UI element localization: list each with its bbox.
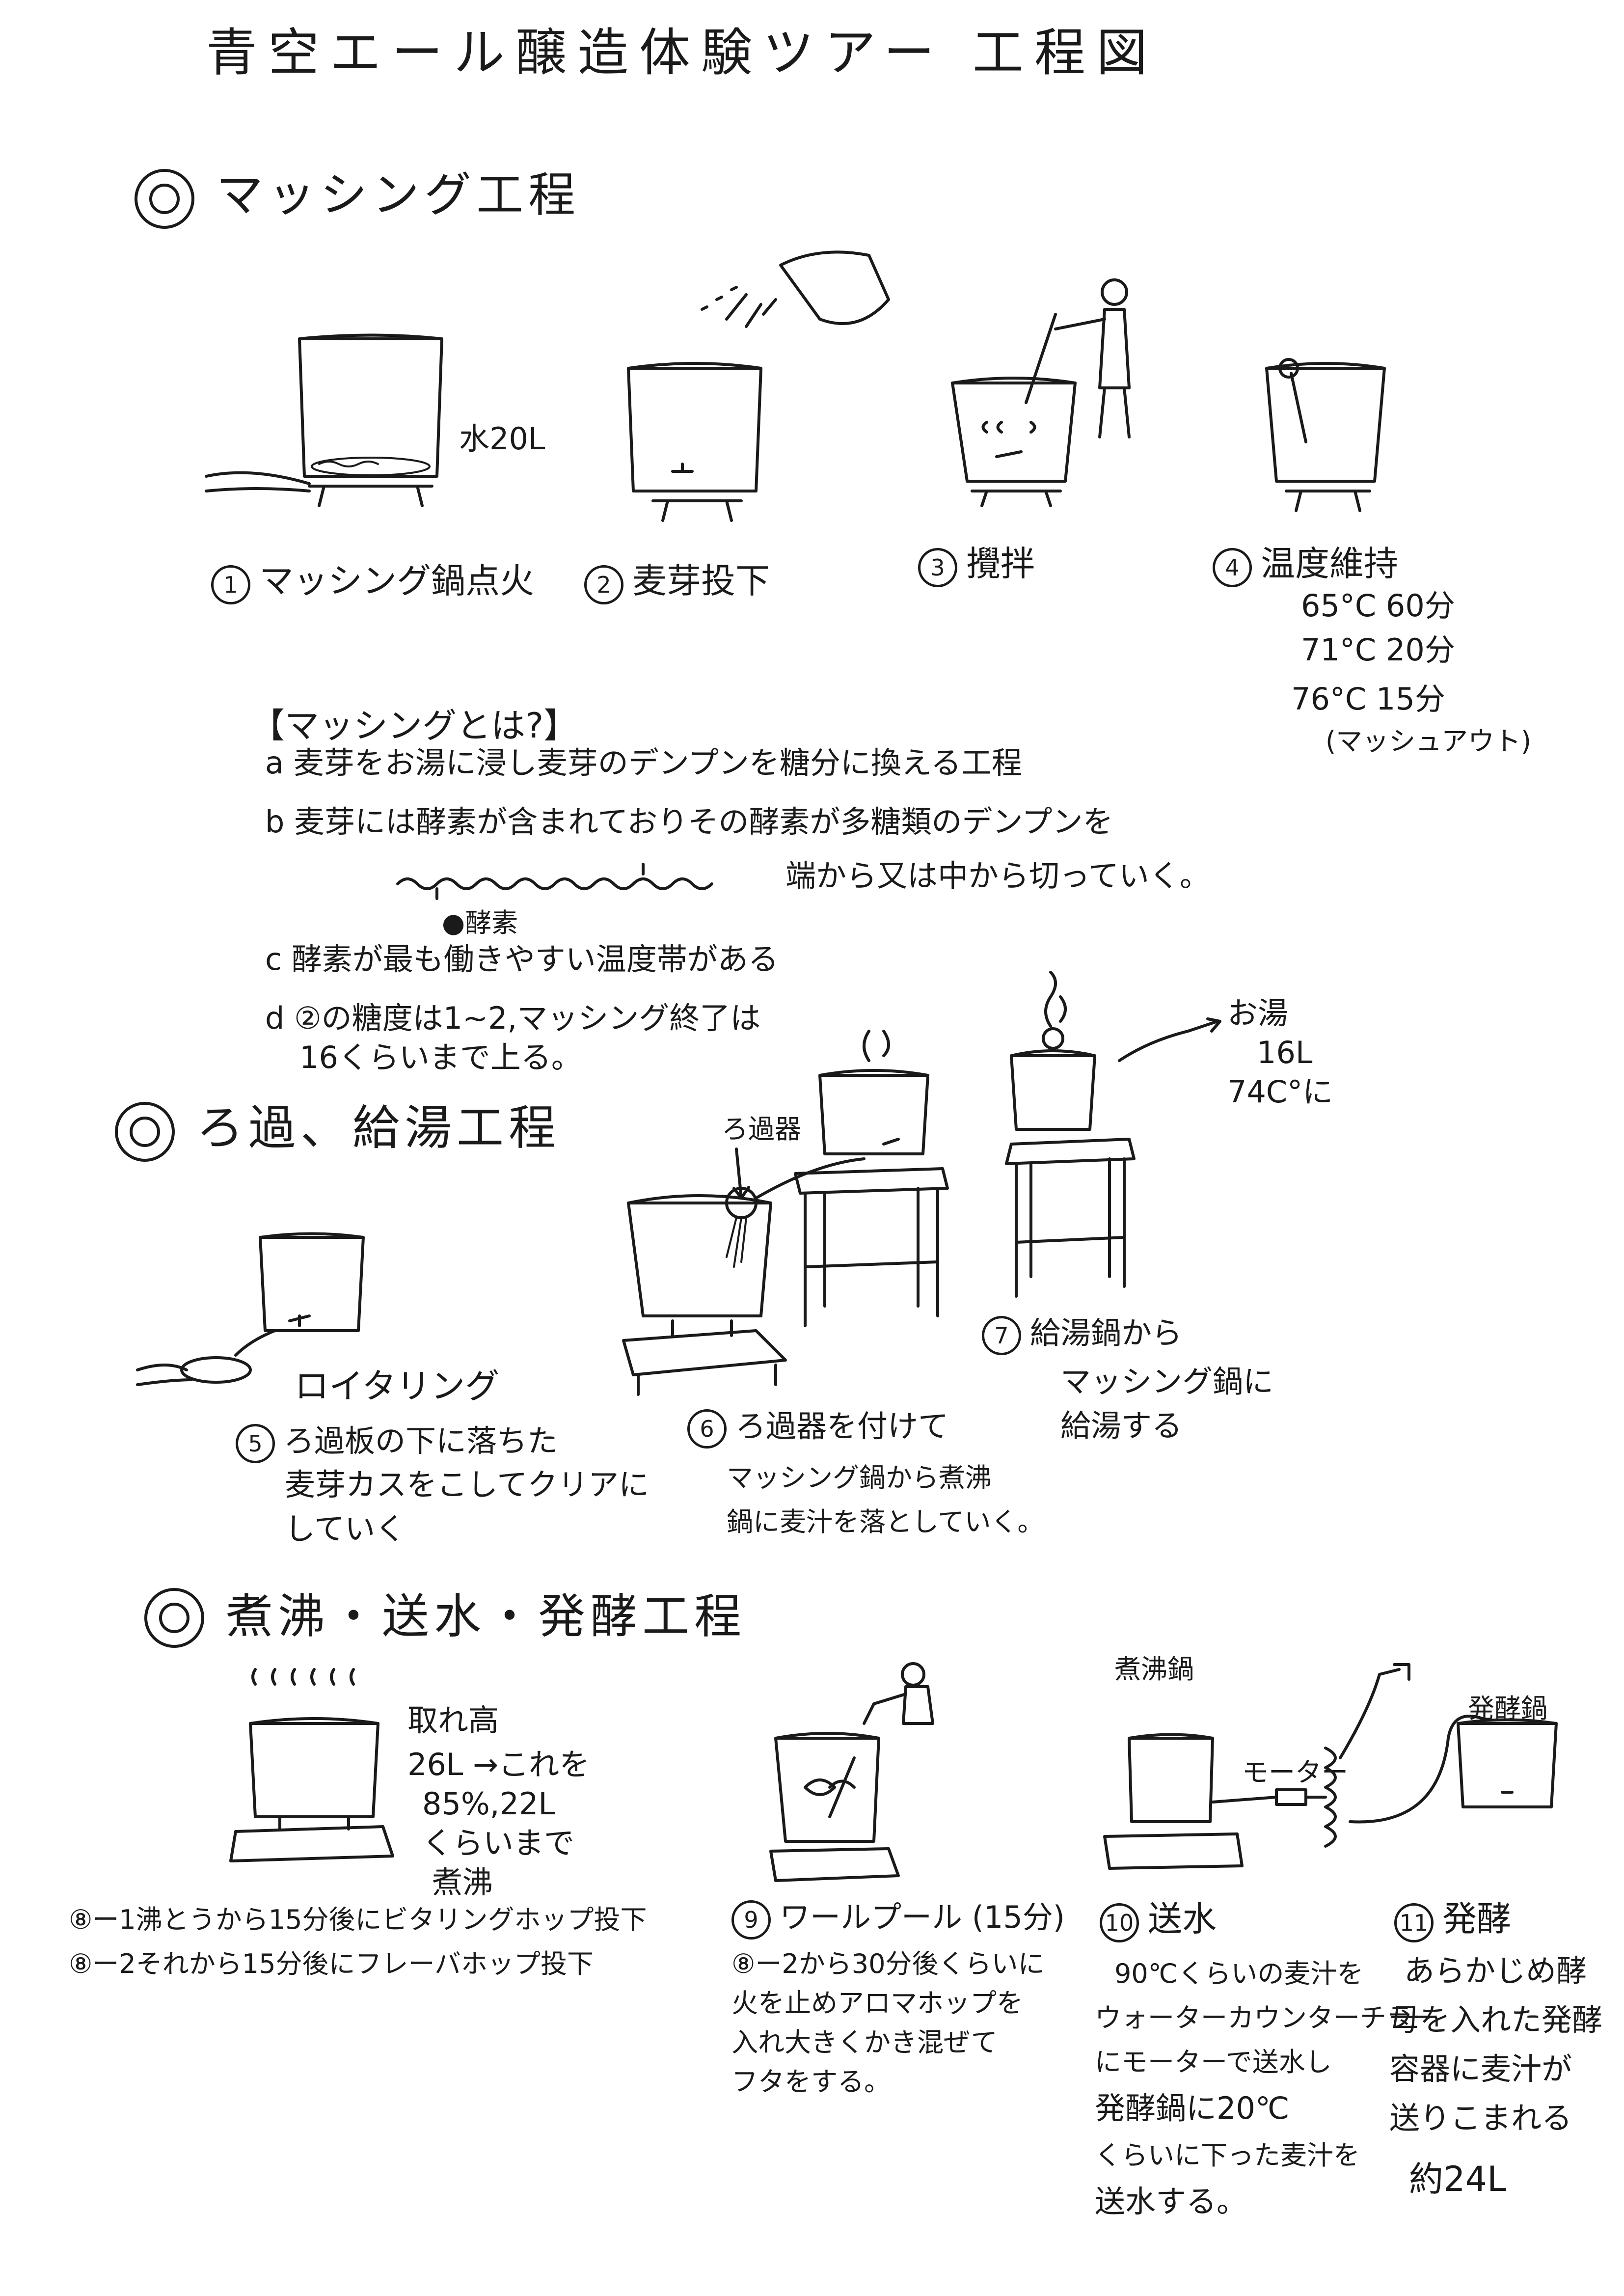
water-amount-label: 水20L: [459, 421, 545, 457]
step-10-line-3: にモーターで送水し: [1095, 2047, 1332, 2077]
vorlauf-label: ロイタリング: [295, 1366, 500, 1406]
step-8-2-caption: ⑧ー2それから15分後にフレーバホップ投下: [69, 1948, 594, 1979]
step-6-line-3: 鍋に麦汁を落としていく。: [727, 1506, 1044, 1537]
step-6-line-1: ろ過器を付けて: [735, 1408, 949, 1444]
enzyme-label: ●酵素: [442, 907, 518, 938]
step-11-line-3: 容器に麦汁が: [1389, 2051, 1572, 2087]
step-9-line-3: 入れ大きくかき混ぜて: [731, 2027, 998, 2058]
step-10-line-4: 発酵鍋に20℃: [1095, 2090, 1290, 2126]
step-10-line-6: 送水する。: [1095, 2184, 1247, 2219]
about-mashing-d1: d ②の糖度は1~2,マッシング終了は: [265, 1000, 761, 1036]
step-11-line-5: 約24L: [1409, 2159, 1507, 2199]
whirlpool-illustration: [769, 1662, 934, 1882]
hot-water-pot-illustration: [1005, 971, 1136, 1298]
section-heading-lautering: ろ過、給湯工程: [196, 1100, 561, 1155]
temp-hold-1: 65°C 60分: [1301, 588, 1455, 624]
mash-out-label: (マッシュアウト): [1326, 726, 1532, 757]
temp-hold-3: 76°C 15分: [1291, 681, 1445, 717]
step-10-line-5: くらいに下った麦汁を: [1095, 2140, 1360, 2171]
about-mashing-heading: 【マッシングとは?】: [250, 706, 578, 746]
step-7-number: 7: [982, 1316, 1021, 1355]
step-9-line-1: ⑧ー2から30分後くらいに: [731, 1948, 1045, 1979]
step-1-label: マッシング鍋点火: [259, 561, 534, 601]
step-11-line-4: 送りこまれる: [1389, 2100, 1572, 2136]
boiling-pot-illustration: [229, 1668, 394, 1862]
step-9-line-4: フタをする。: [731, 2066, 891, 2097]
step-3-number: 3: [918, 548, 957, 587]
step-9-label: ワールプール (15分): [780, 1899, 1065, 1935]
step-5-line-3: していく: [285, 1511, 406, 1547]
yield-line-2: 26L →これを: [407, 1747, 590, 1782]
about-mashing-b1: b 麦芽には酵素が含まれておりその酵素が多糖類のデンプンを: [265, 804, 1113, 840]
section-heading-boiling: 煮沸・送水・発酵工程: [226, 1589, 746, 1644]
about-mashing-d2: 16くらいまで上る。: [299, 1039, 582, 1075]
yield-label: 取れ高: [407, 1702, 499, 1738]
page-title: 青空エール醸造体験ツアー 工程図: [206, 23, 1158, 82]
step-11-number: 11: [1394, 1903, 1434, 1942]
step-3-label: 攪拌: [966, 544, 1035, 584]
motor-label: モーター: [1242, 1757, 1348, 1788]
step-1-number: 1: [211, 565, 250, 604]
section-marker-icon: [144, 1588, 204, 1648]
yield-line-4: くらいまで: [422, 1825, 575, 1861]
step-7-line-1: 給湯鍋から: [1030, 1315, 1183, 1351]
hot-water-arrow: [1118, 1017, 1221, 1062]
filter-label: ろ過器: [722, 1114, 801, 1145]
temperature-hold-illustration: [1265, 358, 1386, 512]
about-mashing-b2: 端から又は中から切っていく。: [785, 858, 1210, 894]
step-7-line-2: マッシング鍋に: [1060, 1364, 1274, 1399]
step-4-label: 温度維持: [1261, 544, 1398, 584]
transfer-system-illustration: [1103, 1663, 1558, 1870]
malt-pour-illustration: [627, 250, 890, 522]
filter-pointer-arrow: [732, 1148, 750, 1200]
temp-hold-2: 71°C 20分: [1301, 632, 1455, 668]
step-6-number: 6: [687, 1409, 727, 1449]
section-marker-icon: [115, 1102, 175, 1162]
step-11-line-1: あらかじめ酵: [1404, 1953, 1587, 1989]
section-heading-mashing: マッシング工程: [216, 167, 580, 222]
section-marker-icon: [135, 169, 194, 229]
yield-line-3: 85%,22L: [422, 1786, 555, 1822]
about-mashing-a: a 麦芽をお湯に浸し麦芽のデンプンを糖分に換える工程: [265, 745, 1022, 781]
step-5-line-2: 麦芽カスをこしてクリアに: [285, 1467, 650, 1503]
starch-chain-illustration: [396, 863, 713, 900]
step-11-label: 発酵: [1442, 1899, 1511, 1939]
step-10-line-1: 90℃くらいの麦汁を: [1114, 1958, 1364, 1989]
step-2-label: 麦芽投下: [632, 561, 770, 601]
step-9-number: 9: [731, 1900, 771, 1940]
boil-pot-label: 煮沸鍋: [1114, 1654, 1194, 1685]
step-5-line-1: ろ過板の下に落ちた: [284, 1423, 558, 1459]
stirring-illustration: [951, 278, 1131, 507]
step-7-line-3: 給湯する: [1060, 1408, 1183, 1444]
hot-water-temp: 74C°に: [1227, 1074, 1333, 1110]
step-2-number: 2: [584, 565, 623, 604]
step-4-number: 4: [1213, 548, 1252, 587]
yield-line-5: 煮沸: [432, 1864, 493, 1900]
step-10-line-2: ウォーターカウンターチラー: [1095, 2002, 1439, 2033]
hot-water-label: お湯: [1227, 995, 1289, 1031]
mash-pot-ignite-illustration: [205, 333, 443, 507]
step-9-line-2: 火を止めアロマホップを: [731, 1988, 1023, 2019]
step-10-label: 送水: [1148, 1899, 1217, 1939]
step-5-number: 5: [236, 1424, 275, 1463]
vorlauf-illustration: [136, 1232, 365, 1386]
boil-pot-with-filter-illustration: [622, 1157, 866, 1396]
step-8-1-caption: ⑧ー1沸とうから15分後にビタリングホップ投下: [69, 1904, 647, 1935]
mash-pot-on-stand-illustration: [794, 1030, 949, 1327]
step-11-line-2: 母を入れた発酵: [1389, 2002, 1603, 2038]
hot-water-volume: 16L: [1257, 1035, 1313, 1070]
step-6-line-2: マッシング鍋から煮沸: [727, 1462, 992, 1493]
step-10-number: 10: [1100, 1903, 1139, 1942]
about-mashing-c: c 酵素が最も働きやすい温度帯がある: [265, 941, 779, 977]
